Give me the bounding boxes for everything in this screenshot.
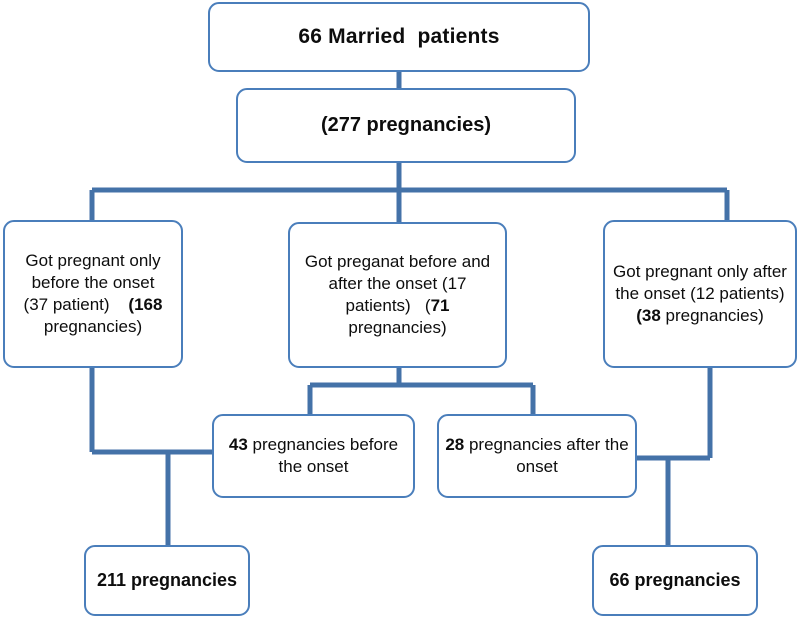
node-root-label: 66 Married patients <box>298 25 500 48</box>
node-split-before[interactable]: 43 pregnancies before the onset <box>212 414 415 498</box>
node-before-and-after[interactable]: Got preganat before and after the onset … <box>288 222 507 368</box>
node-total-pregnancies[interactable]: (277 pregnancies) <box>236 88 576 163</box>
node-total-after[interactable]: 66 pregnancies <box>592 545 758 616</box>
node-before-only[interactable]: Got pregnant only before the onset (37 p… <box>3 220 183 368</box>
node-after-only-label: Got pregnant only after the onset (12 pa… <box>613 261 792 326</box>
node-total-before-label: 211 pregnancies <box>96 569 238 590</box>
node-split-after[interactable]: 28 pregnancies after the onset <box>437 414 637 498</box>
node-before-only-label: Got pregnant only before the onset (37 p… <box>23 250 193 337</box>
node-before-and-after-label: Got preganat before and after the onset … <box>304 251 495 338</box>
node-root[interactable]: 66 Married patients <box>208 2 590 72</box>
node-split-before-label: 43 pregnancies before the onset <box>228 434 403 476</box>
node-total-pregnancies-label: (277 pregnancies) <box>320 114 492 136</box>
node-total-before[interactable]: 211 pregnancies <box>84 545 250 616</box>
node-after-only[interactable]: Got pregnant only after the onset (12 pa… <box>603 220 797 368</box>
node-total-after-label: 66 pregnancies <box>609 569 741 590</box>
node-split-after-label: 28 pregnancies after the onset <box>445 434 634 476</box>
